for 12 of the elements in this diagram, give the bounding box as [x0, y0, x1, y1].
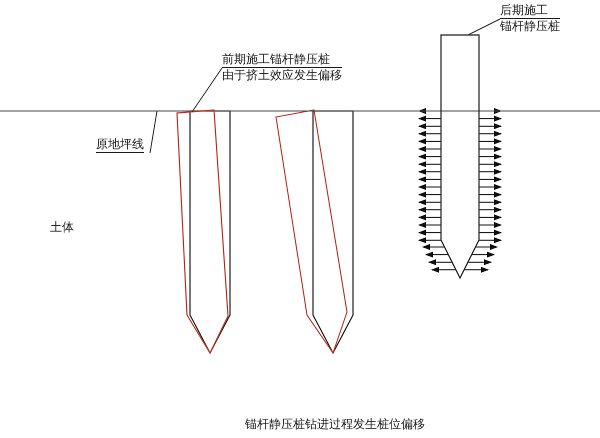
caption: 锚杆静压桩钻进过程发生桩位偏移 — [245, 416, 425, 433]
annotation-text: 由于挤土效应发生偏移 — [222, 68, 342, 83]
pile-outline — [440, 34, 480, 280]
annotation-text: 锚杆静压桩 — [500, 19, 560, 34]
leader-line — [150, 110, 158, 154]
annotation-text: 后期施工 — [500, 3, 560, 19]
leader-line — [468, 18, 500, 36]
region-label: 土体 — [50, 219, 74, 236]
leader-line — [192, 68, 222, 112]
annotation-text: 前期施工锚杆静压桩 — [222, 52, 342, 68]
ground-line-label: 原地坪线 — [96, 137, 144, 153]
pile-outline — [176, 109, 229, 354]
